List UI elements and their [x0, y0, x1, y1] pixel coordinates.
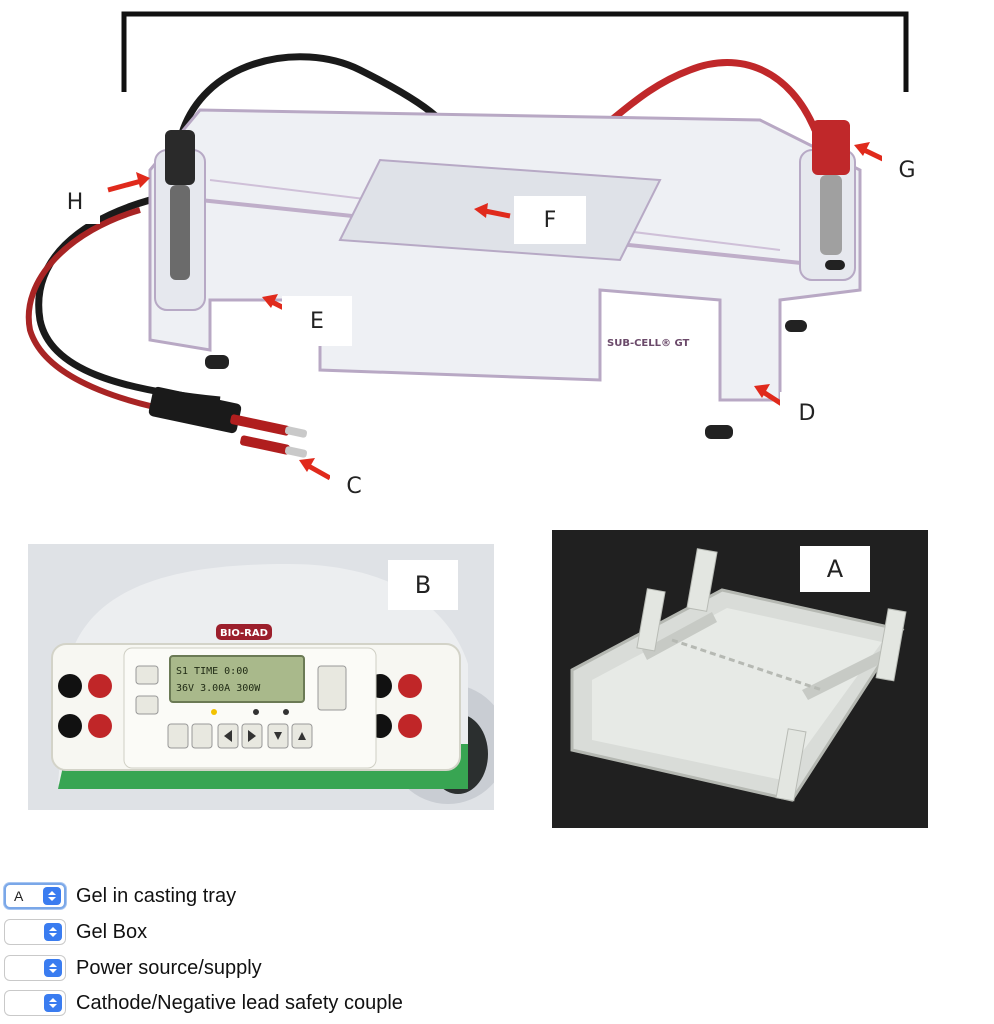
label-b-box: B	[388, 560, 458, 610]
label-f: F	[543, 207, 557, 233]
label-c-box: C	[330, 466, 378, 506]
label-g: G	[898, 157, 916, 183]
label-h: H	[66, 189, 84, 215]
label-h-box: H	[50, 180, 100, 224]
answer-label-3: Power source/supply	[76, 956, 262, 979]
label-d: D	[798, 400, 816, 426]
tank-model: SUB-CELL® GT	[607, 338, 690, 349]
label-f-box: F	[514, 196, 586, 244]
supply-logo: BIO-RAD	[220, 628, 268, 639]
chevron-updown-icon	[43, 887, 61, 905]
label-c: C	[346, 473, 362, 499]
chevron-updown-icon	[44, 994, 62, 1012]
label-a: A	[826, 555, 844, 583]
label-e-box: E	[282, 296, 352, 346]
answer-label-1: Gel in casting tray	[76, 884, 237, 907]
answer-select-3[interactable]	[4, 955, 66, 981]
answer-row-2: Gel Box	[4, 918, 147, 946]
answer-row-3: Power source/supply	[4, 954, 262, 982]
answer-row-1: A Gel in casting tray	[4, 882, 236, 910]
label-b: B	[414, 571, 432, 599]
answer-select-2[interactable]	[4, 919, 66, 945]
answer-select-1[interactable]: A	[4, 883, 66, 909]
power-supply-figure: BIO-RAD S1 TIME 0:00 36V 3.00A 300W B	[28, 544, 494, 810]
casting-tray-figure: A	[552, 530, 928, 828]
label-a-box: A	[800, 546, 870, 592]
chevron-updown-icon	[44, 923, 62, 941]
answer-row-4: Cathode/Negative lead safety couple	[4, 989, 403, 1017]
answer-label-4: Cathode/Negative lead safety couple	[76, 991, 403, 1014]
label-d-box: D	[780, 392, 834, 434]
tank-logo: BIO-RAD	[630, 320, 678, 331]
chevron-updown-icon	[44, 959, 62, 977]
gel-box-illustration: BIO-RAD SUB-CELL® GT	[25, 11, 909, 481]
answer-label-2: Gel Box	[76, 920, 148, 943]
answer-select-1-value: A	[14, 888, 24, 904]
label-g-box: G	[882, 150, 932, 190]
label-e: E	[310, 308, 324, 334]
power-supply-illustration: BIO-RAD S1 TIME 0:00 36V 3.00A 300W	[28, 544, 494, 810]
answer-select-4[interactable]	[4, 990, 66, 1016]
casting-tray-illustration	[552, 530, 928, 828]
display-line-1: S1 TIME 0:00	[176, 666, 248, 677]
gel-box-figure: BIO-RAD SUB-CELL® GT H F E G D C	[0, 0, 994, 510]
display-line-2: 36V 3.00A 300W	[176, 683, 261, 694]
